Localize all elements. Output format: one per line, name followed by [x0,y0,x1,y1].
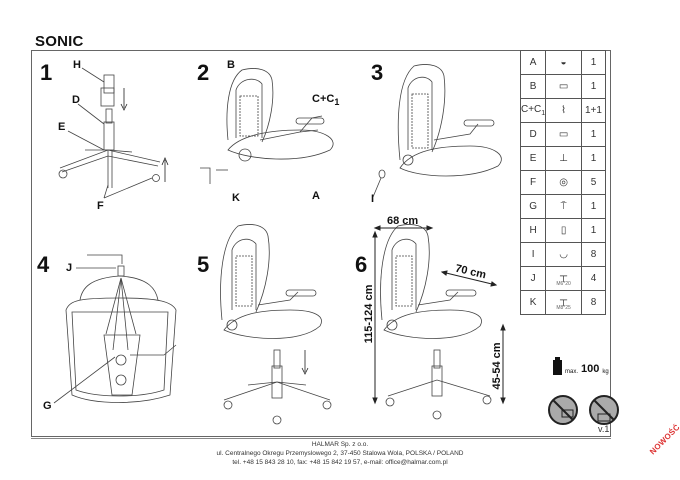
label-e: E [58,121,66,133]
label-i: I [371,193,375,205]
part-bolt-m6-icon: ┬M6*20 [545,266,582,291]
table-row: E⊥1 [519,146,607,171]
dim-seat-height: 45-54 cm [491,342,503,390]
table-row: F◎5 [519,170,607,195]
footer-company: HALMAR Sp. z o.o. [311,441,369,448]
label-a: A [312,190,320,202]
part-base-icon: ⊥ [545,146,582,171]
part-bolt-m8-icon: ┬M8*25 [545,290,582,315]
step-5-number: 5 [197,252,210,277]
part-mechanism-icon: ⍑ [545,194,582,219]
footer: HALMAR Sp. z o.o. ul. Centralnego Okregu… [140,440,540,467]
label-h: H [73,59,81,71]
table-row: I◡8 [519,242,607,267]
label-b: B [227,59,235,71]
label-d: D [72,94,80,106]
footer-divider [31,438,611,439]
part-seat-icon: ◒ [545,50,582,75]
label-j: J [66,262,73,274]
footer-contact: tel. +48 15 843 28 10, fax: +48 15 842 1… [232,459,448,466]
part-cap-icon: ◡ [545,242,582,267]
dim-width: 68 cm [387,215,419,227]
max-load: max. 100 kg [565,363,609,375]
part-backrest-icon: ▭ [545,74,582,99]
step-3-number: 3 [371,60,384,85]
step-2-number: 2 [197,60,210,85]
footer-address: ul. Centralnego Okregu Przemyslowego 2, … [216,450,464,457]
step-6-number: 6 [355,252,368,277]
label-g: G [43,400,52,412]
part-cover-icon: ▯ [545,218,582,243]
part-gas-lift-icon: ▭ [545,122,582,147]
label-k: K [232,192,240,204]
instruction-frame [31,50,611,437]
dim-height: 115-124 cm [363,284,375,344]
label-c-c1: C+C1 [312,93,340,108]
step-4-number: 4 [37,252,50,277]
table-row: D▭1 [519,122,607,147]
step-1-number: 1 [40,60,53,85]
part-caster-icon: ◎ [545,170,582,195]
label-f: F [97,200,104,212]
table-row: B▭1 [519,74,607,99]
parts-table: A◒1 B▭1 C+C1⌇1+1 D▭1 E⊥1 F◎5 G⍑1 H▯1 I◡8… [519,50,607,315]
table-row: A◒1 [519,50,607,75]
table-row: G⍑1 [519,194,607,219]
part-armrests-icon: ⌇ [545,98,582,123]
version-label: v.1 [598,424,610,434]
table-row: H▯1 [519,218,607,243]
product-title: SONIC [35,33,84,50]
table-row: C+C1⌇1+1 [519,98,607,123]
